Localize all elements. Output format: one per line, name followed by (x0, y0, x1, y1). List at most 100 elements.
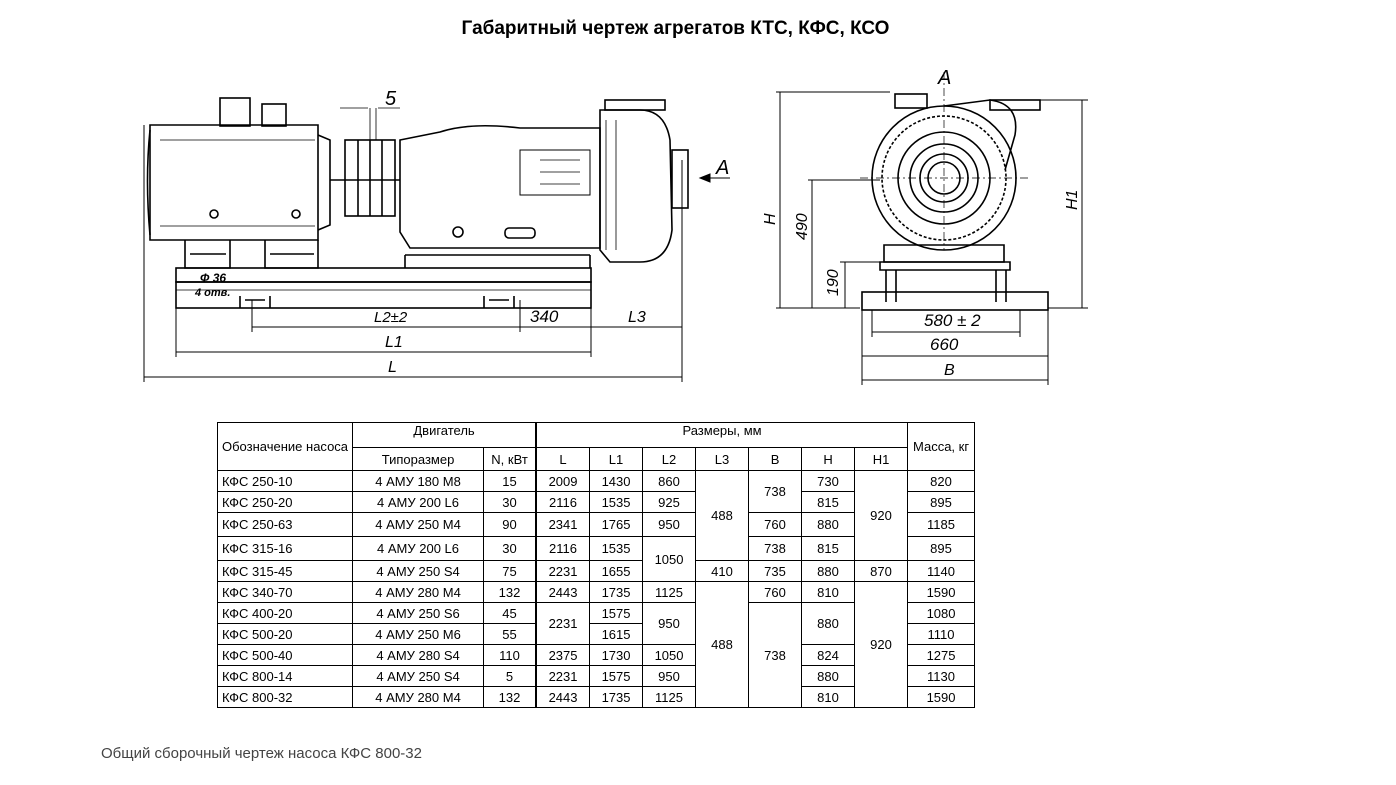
drawing-caption: Общий сборочный чертеж насоса КФС 800-32 (101, 745, 422, 762)
dim-l: 2231 (535, 560, 591, 582)
motor-type: 4 АМУ 250 S6 (352, 602, 485, 624)
page-title: Габаритный чертеж агрегатов КТС, КФС, КС… (461, 18, 890, 39)
motor-type: 4 АМУ 280 М4 (352, 581, 485, 603)
header-l: L (535, 447, 591, 471)
table-row: КФС 400-20 4 АМУ 250 S6 45 2231 1575 950… (216, 602, 976, 708)
pump-name: КФС 400-20 (216, 602, 354, 624)
motor-body (146, 97, 331, 241)
d340-label: 340 (530, 307, 559, 326)
l2-label: L2±2 (374, 309, 408, 326)
mass: 1185 (907, 512, 976, 537)
dim-h1: 920 (854, 470, 909, 561)
mass: 1275 (907, 644, 976, 666)
header-dimensions: Размеры, мм (535, 422, 909, 448)
mass: 820 (907, 470, 976, 492)
dim-l: 2009 (535, 470, 591, 492)
bolt-dia-label: Ф 36 (200, 271, 226, 285)
dim-b: 738 (748, 602, 803, 708)
dim-l2: 1050 (642, 644, 697, 666)
dim-l: 2341 (535, 512, 591, 537)
dim-l2: 1050 (642, 536, 697, 582)
gap-label: 5 (385, 88, 397, 110)
pump-name: КФС 500-20 (216, 623, 354, 645)
motor-power: 132 (483, 686, 537, 708)
motor-power: 30 (483, 491, 537, 513)
table-row: КФС 250-10 4 АМУ 180 М8 15 2009 1430 860… (216, 470, 976, 561)
table-row: КФС 500-20 4 АМУ 250 М6 55 1615 1110 (216, 623, 976, 645)
spec-table: Обозначение насоса Двигатель Размеры, мм… (216, 422, 976, 708)
dim-l1: 1615 (589, 623, 644, 645)
view-label: A (937, 67, 951, 89)
mass: 1590 (907, 686, 976, 708)
mass: 1590 (907, 581, 976, 603)
dim-h: 824 (801, 644, 856, 666)
header-type: Типоразмер (352, 447, 485, 471)
pump-name: КФС 250-63 (216, 512, 354, 537)
header-l1: L1 (589, 447, 644, 471)
dim-h: 810 (801, 581, 856, 603)
d580-label: 580 ± 2 (924, 311, 981, 330)
dim-l1: 1575 (589, 665, 644, 687)
b-label: B (944, 362, 955, 379)
dim-l: 2116 (535, 491, 591, 513)
header-b: B (748, 447, 803, 471)
dim-l: 2116 (535, 536, 591, 561)
motor-power: 132 (483, 581, 537, 603)
dim-l1: 1575 (589, 602, 644, 624)
dim-h: 880 (801, 512, 856, 537)
l-label: L (388, 359, 397, 376)
dim-l1: 1535 (589, 536, 644, 561)
motor-power: 5 (483, 665, 537, 687)
dim-l1: 1655 (589, 560, 644, 582)
table-row: КФС 800-32 4 АМУ 280 М4 132 2443 1735 11… (216, 686, 976, 708)
mass: 1140 (907, 560, 976, 582)
l1-label: L1 (385, 334, 403, 351)
dim-l2: 950 (642, 512, 697, 537)
motor-power: 90 (483, 512, 537, 537)
motor-type: 4 АМУ 200 L6 (352, 491, 485, 513)
h1-label: H1 (1064, 190, 1081, 210)
motor-type: 4 АМУ 180 М8 (352, 470, 485, 492)
header-designation: Обозначение насоса (216, 422, 354, 471)
front-dimensions (776, 72, 1088, 385)
mass: 1110 (907, 623, 976, 645)
motor-type: 4 АМУ 250 S4 (352, 665, 485, 687)
dim-h: 815 (801, 491, 856, 513)
dim-b: 760 (748, 512, 803, 537)
motor-power: 15 (483, 470, 537, 492)
pump-name: КФС 800-14 (216, 665, 354, 687)
mass: 895 (907, 536, 976, 561)
pump-name: КФС 315-16 (216, 536, 354, 561)
dim-l1: 1765 (589, 512, 644, 537)
dim-h: 810 (801, 686, 856, 708)
motor-frame (184, 240, 319, 269)
dim-l2: 950 (642, 665, 697, 687)
dim-l: 2231 (535, 665, 591, 687)
table-row: КФС 250-63 4 АМУ 250 М4 90 2341 1765 950… (216, 512, 976, 537)
coupling (330, 107, 400, 217)
pump-name: КФС 340-70 (216, 581, 354, 603)
d190-label: 190 (825, 269, 842, 296)
table-row: КФС 250-20 4 АМУ 200 L6 30 2116 1535 925… (216, 491, 976, 513)
dim-h: 880 (801, 602, 856, 645)
dim-l: 2443 (535, 581, 591, 603)
side-dimensions (143, 125, 730, 382)
dim-l1: 1735 (589, 581, 644, 603)
l3-label: L3 (628, 309, 646, 326)
motor-power: 55 (483, 623, 537, 645)
d490-label: 490 (794, 213, 811, 240)
header-power: N, кВт (483, 447, 537, 471)
dim-l2: 925 (642, 491, 697, 513)
table-row: КФС 500-40 4 АМУ 280 S4 110 2375 1730 10… (216, 644, 976, 666)
dim-l3: 488 (695, 470, 750, 561)
table-row: КФС 800-14 4 АМУ 250 S4 5 2231 1575 950 … (216, 665, 976, 687)
motor-type: 4 АМУ 250 М4 (352, 512, 485, 537)
mass: 1080 (907, 602, 976, 624)
pump-name: КФС 800-32 (216, 686, 354, 708)
base-frame (175, 254, 592, 309)
motor-type: 4 АМУ 280 S4 (352, 644, 485, 666)
dim-b: 735 (748, 560, 803, 582)
dim-b: 738 (748, 470, 803, 513)
motor-type: 4 АМУ 250 S4 (352, 560, 485, 582)
dimension-drawing: 5 A Ф 36 4 отв. L2±2 340 L3 L1 L A H 490… (143, 67, 1088, 385)
